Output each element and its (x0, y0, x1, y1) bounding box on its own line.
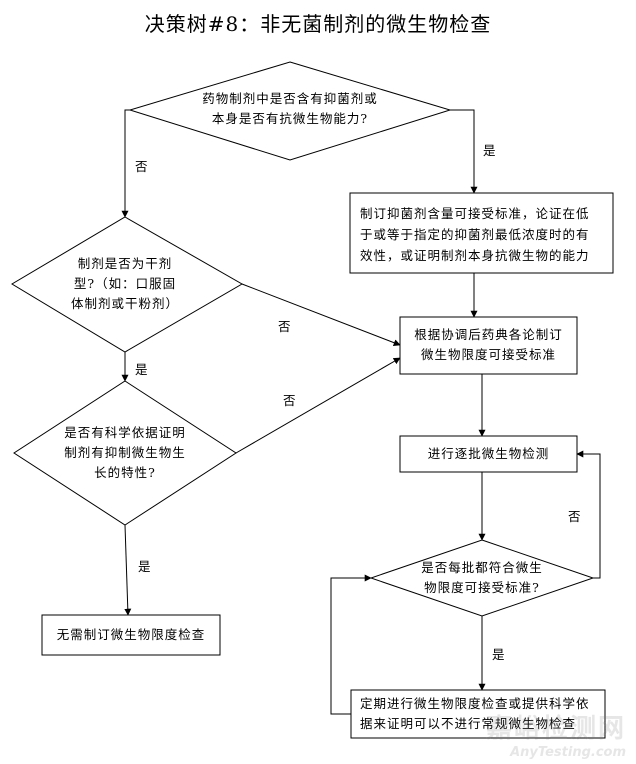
terminal-no-limit-text: 无需制订微生物限度检查 (56, 627, 206, 642)
decision-each-batch-line-1: 是否每批都符合微生 (421, 560, 543, 575)
page-title: 决策树#8：非无菌制剂的微生物检查 (144, 12, 492, 36)
label-each-batch-yes: 是 (492, 647, 505, 662)
label-evidence-no: 否 (283, 393, 296, 408)
process-preservative-line-3: 效性，或证明制剂本身抗微生物的能力 (360, 248, 590, 263)
decision-evidence-line-2: 制剂有抑制微生物生 (64, 445, 186, 460)
decision-evidence-line-3: 长的特性? (94, 465, 156, 480)
process-batch-test-text: 进行逐批微生物检测 (427, 446, 550, 461)
process-limits-line-2: 微生物限度可接受标准 (420, 347, 556, 362)
label-dry-yes: 是 (135, 362, 148, 377)
edge-periodic-loop (330, 574, 372, 715)
edge-evidence-no (235, 357, 401, 454)
process-limits-text: 根据协调后药典各论制订 微生物限度可接受标准 (400, 325, 577, 365)
decision-each-batch-text: 是否每批都符合微生 物限度可接受标准? (405, 558, 559, 598)
decision-dry-form-line-2: 型?（如：口服固 (73, 276, 177, 291)
watermark-en: AnyTesting.com (510, 745, 626, 760)
process-preservative-line-2: 于或等于指定的抑菌剂最低浓度时的有 (360, 227, 590, 242)
process-preservative-text: 制订抑菌剂含量可接受标准，论证在低 于或等于指定的抑菌剂最低浓度时的有 效性，或… (360, 203, 610, 266)
decision-antimicrobial-shape (128, 61, 452, 161)
edge-each-batch-no (576, 450, 601, 579)
decision-dry-form-line-3: 体制剂或干粉剂） (70, 296, 179, 311)
decision-evidence-line-1: 是否有科学依据证明 (64, 425, 186, 440)
edge-evidence-yes (124, 524, 132, 616)
decision-antimicrobial-line-1: 药物制剂中是否含有抑菌剂或 (202, 91, 378, 106)
decision-antimicrobial-text: 药物制剂中是否含有抑菌剂或 本身是否有抗微生物能力? (190, 89, 390, 129)
decision-evidence-text: 是否有科学依据证明 制剂有抑制微生物生 长的特性? (55, 423, 195, 483)
decision-antimicrobial-line-2: 本身是否有抗微生物能力? (211, 111, 369, 126)
watermark-cn: 嘉峪检测网 (485, 714, 626, 744)
process-preservative-line-1: 制订抑菌剂含量可接受标准，论证在低 (360, 206, 590, 221)
label-q1-yes: 是 (483, 143, 496, 158)
process-periodic-line-1: 定期进行微生物限度检查或提供科学依 (360, 696, 590, 711)
watermark-logo: 嘉峪检测网 AnyTesting.com (486, 708, 626, 760)
process-preservative-shape (349, 192, 614, 274)
decision-dry-form-text: 制剂是否为干剂 型?（如：口服固 体制剂或干粉剂） (55, 254, 195, 314)
edge-dry-no (241, 283, 401, 346)
label-q1-no: 否 (135, 159, 148, 174)
edge-q1-yes (450, 109, 478, 194)
label-dry-no: 否 (278, 319, 291, 334)
edge-q1-no (121, 109, 130, 218)
label-evidence-yes: 是 (138, 559, 151, 574)
decision-each-batch-line-2: 物限度可接受标准? (424, 580, 540, 595)
process-periodic-line-2: 据来证明可以不进行常规微生物检查 (360, 716, 577, 731)
process-limits-line-1: 根据协调后药典各论制订 (414, 327, 563, 342)
process-periodic-text: 定期进行微生物限度检查或提供科学依 据来证明可以不进行常规微生物检查 (360, 694, 605, 734)
label-each-batch-no: 否 (568, 509, 581, 524)
decision-dry-form-line-1: 制剂是否为干剂 (77, 256, 173, 271)
